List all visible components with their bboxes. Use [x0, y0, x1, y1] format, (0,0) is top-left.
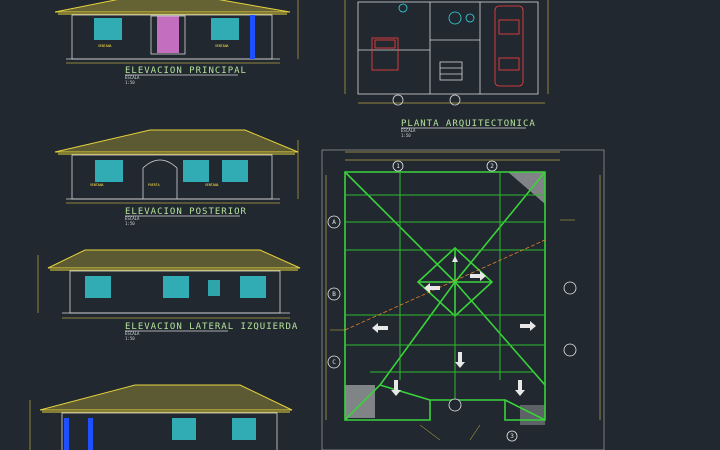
svg-text:VENTANA: VENTANA	[205, 183, 219, 187]
scale-value-posterior: 1:50	[125, 221, 135, 226]
title-elevacion-lateral: ELEVACION LATERAL IZQUIERDA	[125, 322, 298, 332]
svg-text:PUERTA: PUERTA	[148, 183, 160, 187]
title-planta-arquitectonica: PLANTA ARQUITECTONICA	[401, 119, 536, 129]
grid-label-3: 3	[510, 433, 514, 440]
roof-framing-plan: A B C 1 2 3	[321, 149, 605, 450]
svg-text:VENTANA: VENTANA	[215, 44, 229, 48]
elevation-right-partial	[29, 384, 293, 450]
scale-label-planta: ESCALA	[401, 128, 416, 133]
title-elevacion-principal: ELEVACION PRINCIPAL	[125, 66, 247, 76]
scale-value-planta: 1:50	[401, 133, 411, 138]
grid-label-2: 2	[490, 163, 494, 170]
scale-label-principal: ESCALA	[125, 75, 140, 80]
grid-label-a: A	[332, 219, 336, 226]
svg-text:VENTANA: VENTANA	[90, 183, 104, 187]
scale-label-posterior: ESCALA	[125, 216, 140, 221]
grid-label-b: B	[332, 291, 336, 298]
elevation-left: ELEVACION LATERAL IZQUIERDA ESCALA 1:50	[37, 249, 301, 341]
floor-plan: PLANTA ARQUITECTONICA ESCALA 1:50	[344, 0, 549, 138]
svg-text:VENTANA: VENTANA	[98, 44, 112, 48]
scale-value-lateral: 1:50	[125, 336, 135, 341]
title-elevacion-posterior: ELEVACION POSTERIOR	[125, 207, 247, 217]
scale-label-lateral: ESCALA	[125, 331, 140, 336]
grid-label-1: 1	[396, 163, 400, 170]
elevation-front: VENTANA VENTANA ELEVACION PRINCIPAL ESCA…	[54, 0, 299, 85]
grid-label-c: C	[332, 359, 336, 366]
scale-value-principal: 1:50	[125, 80, 135, 85]
elevation-rear: VENTANA PUERTA VENTANA ELEVACION POSTERI…	[54, 129, 299, 226]
